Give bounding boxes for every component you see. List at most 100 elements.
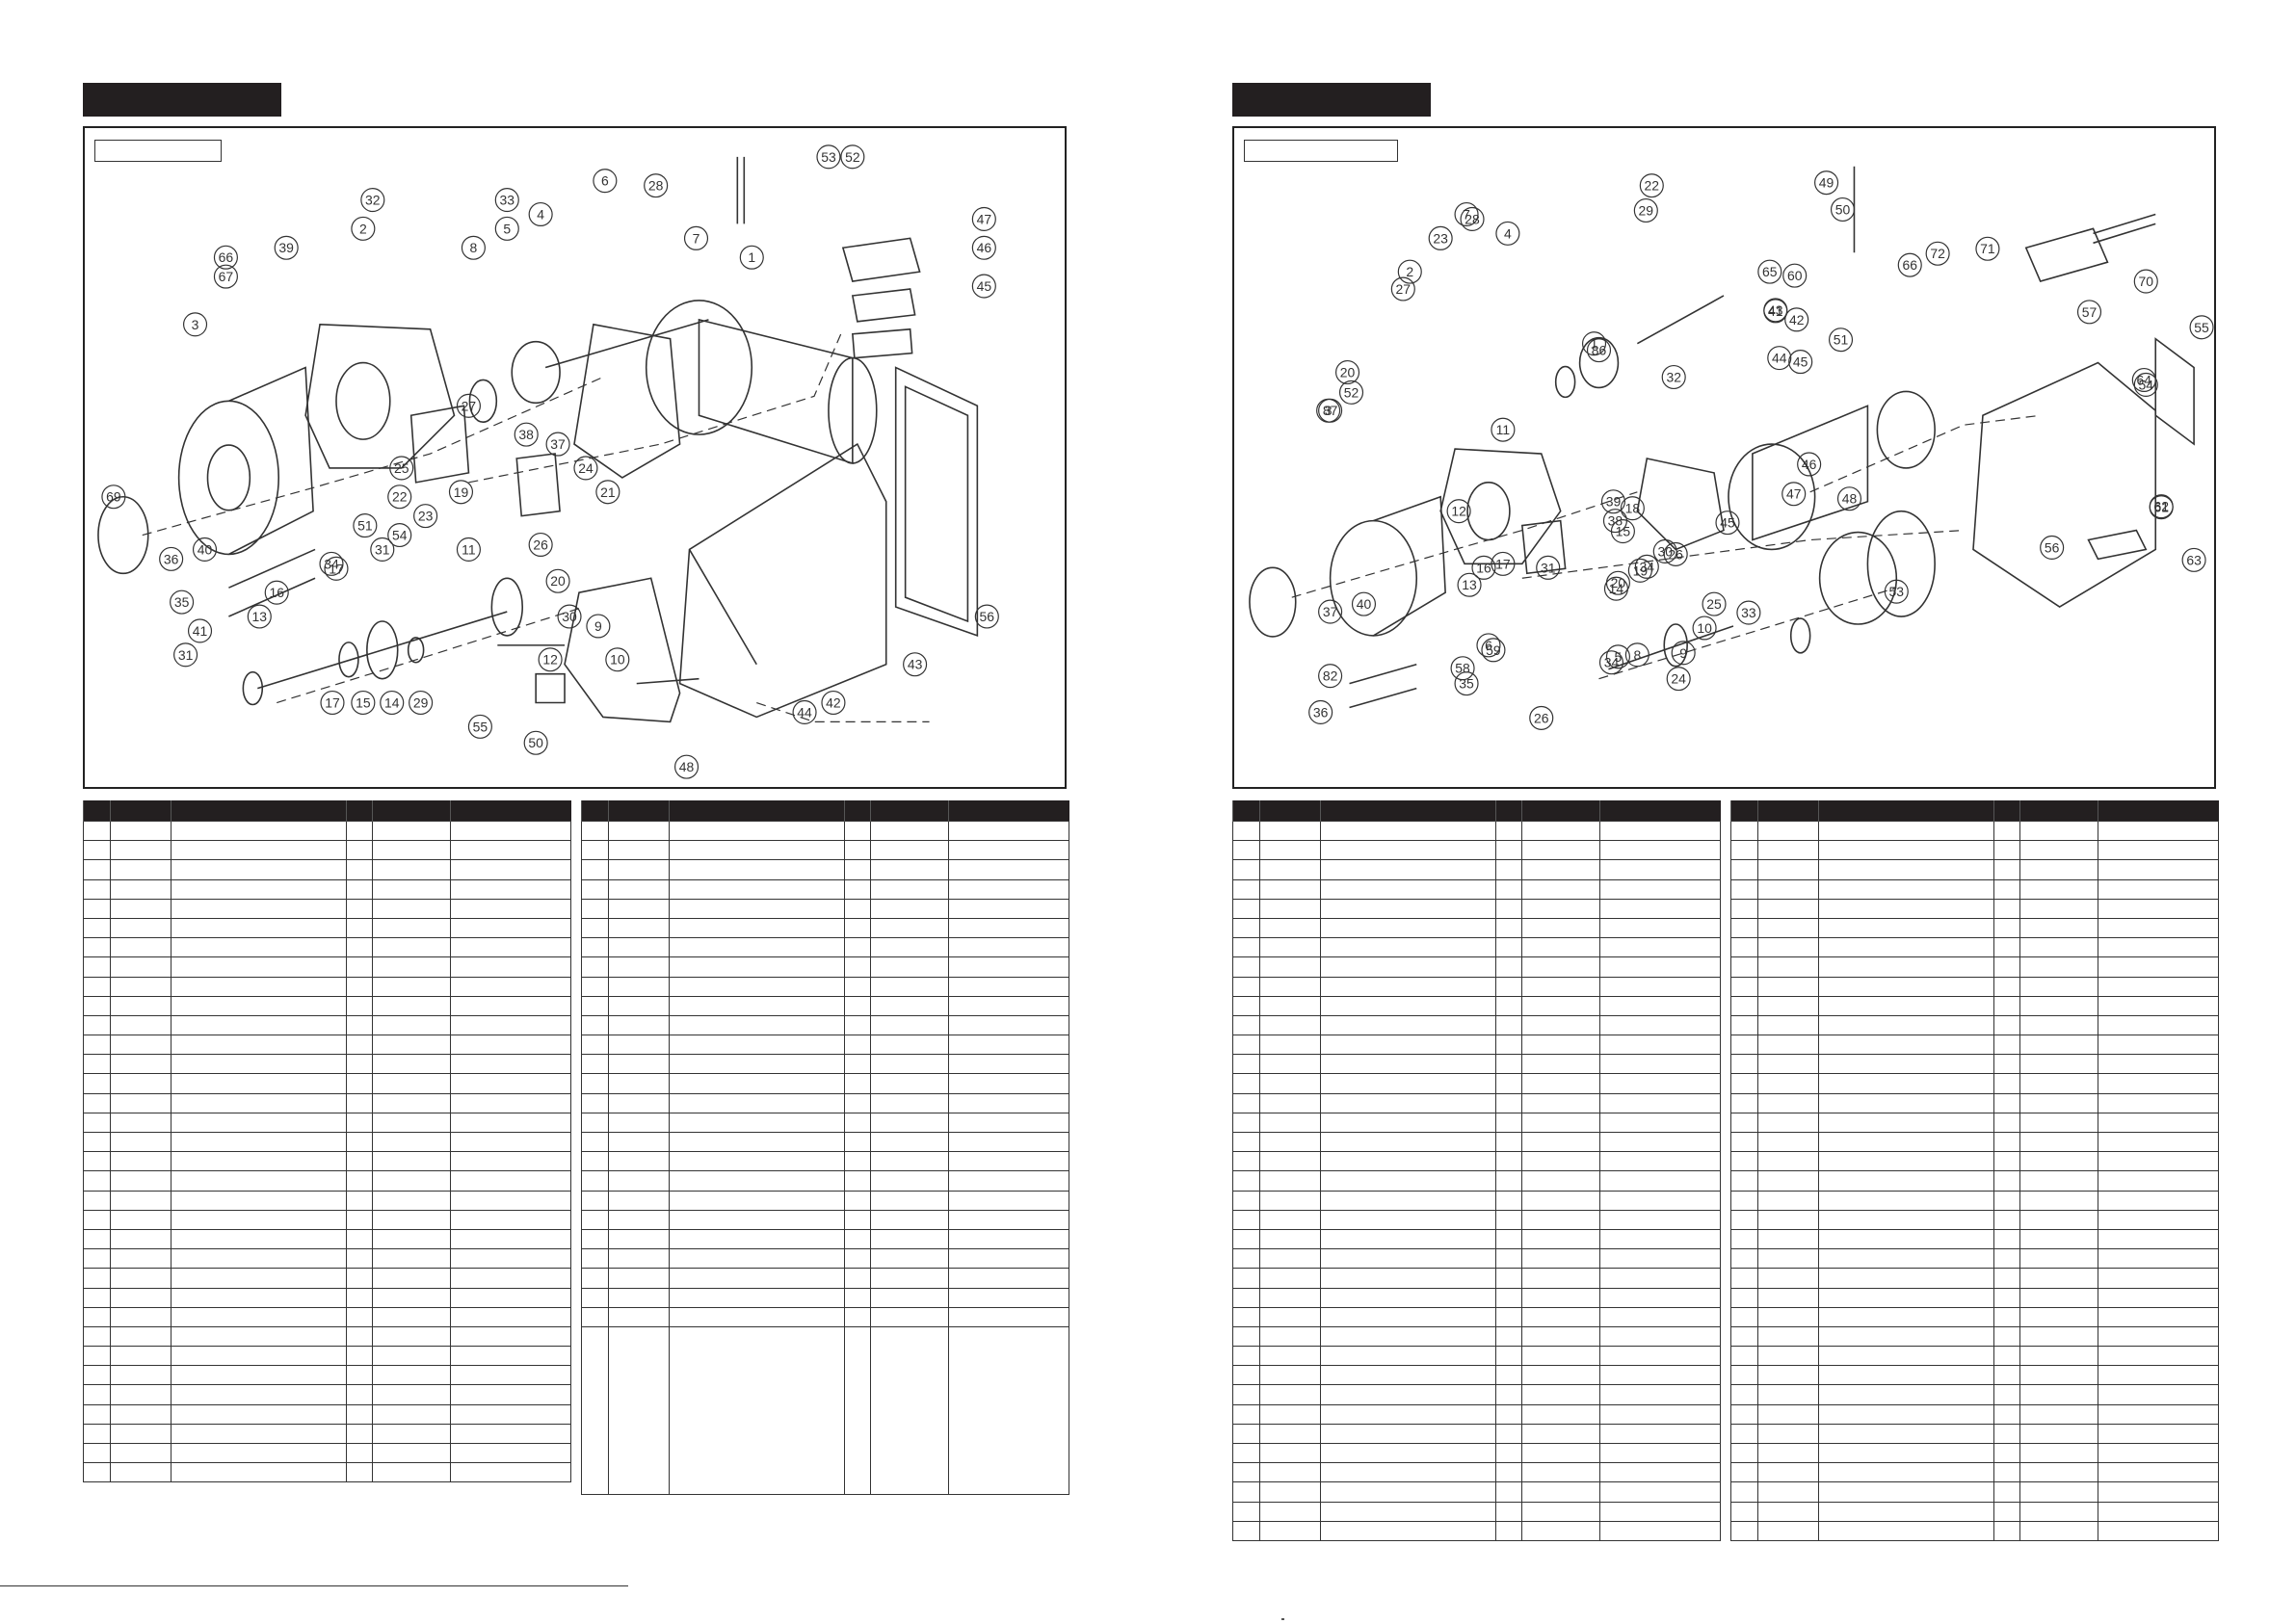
callout-circle xyxy=(523,730,548,755)
table-row xyxy=(581,1092,1069,1113)
callout-number: 15 xyxy=(1616,524,1631,539)
callout-number: 42 xyxy=(1789,312,1805,327)
table-row xyxy=(1730,840,2219,861)
table-row xyxy=(581,917,1069,939)
brake-plate xyxy=(409,405,470,484)
callout-number: 9 xyxy=(1679,645,1687,661)
callout-circle xyxy=(324,556,349,581)
callout-number: 45 xyxy=(1720,515,1735,531)
callout-circle xyxy=(605,647,630,672)
callout-circle xyxy=(187,618,213,643)
callout-circle xyxy=(1797,452,1822,477)
callout-number: 54 xyxy=(392,528,408,543)
callout-circle xyxy=(1782,263,1808,288)
table-row xyxy=(581,1209,1069,1230)
callout-number: 26 xyxy=(533,537,548,552)
callout-number: 41 xyxy=(193,623,208,639)
table-row xyxy=(1730,1131,2219,1153)
table-row xyxy=(1730,976,2219,997)
table-row xyxy=(83,898,571,919)
callout-circle xyxy=(1351,591,1377,616)
callout-number: 72 xyxy=(1930,246,1945,261)
motor-wires xyxy=(736,156,746,224)
table-row xyxy=(83,1190,571,1211)
callout-circle xyxy=(1308,699,1333,724)
callout-number: 37 xyxy=(1323,604,1338,619)
table-row xyxy=(83,1151,571,1172)
table-row xyxy=(1730,1520,2219,1541)
bearing-29 xyxy=(407,637,425,664)
callout-number: 33 xyxy=(500,193,515,208)
callout-circle xyxy=(1491,417,1516,442)
right-parts-table-a xyxy=(1232,800,1721,1541)
callout-number: 5 xyxy=(1615,649,1623,665)
callout-number: 36 xyxy=(1313,704,1329,720)
table-row xyxy=(1730,820,2219,842)
table-row xyxy=(1232,1073,1721,1094)
callout-number: 29 xyxy=(413,694,429,710)
callout-circle xyxy=(1702,591,1727,616)
table-row xyxy=(581,1112,1069,1134)
callout-number: 59 xyxy=(1486,642,1501,658)
callout-number: 50 xyxy=(528,735,543,750)
table-row xyxy=(83,1112,571,1134)
table-row xyxy=(581,937,1069,958)
callout-number: 17 xyxy=(329,561,344,576)
callout-circle xyxy=(1454,201,1479,227)
assembly-line-1 xyxy=(1291,491,1638,598)
callout-circle xyxy=(2076,300,2102,325)
table-row xyxy=(1730,1151,2219,1172)
table-row xyxy=(1232,1501,1721,1522)
table-row xyxy=(83,820,571,842)
table-row xyxy=(1730,1325,2219,1348)
o-ring-53 xyxy=(1866,510,1936,617)
control-cable xyxy=(2093,213,2156,245)
table-row xyxy=(581,859,1069,880)
callout-circle xyxy=(528,201,553,227)
callout-circle xyxy=(1397,259,1422,284)
callout-number: 55 xyxy=(473,719,488,734)
table-row xyxy=(581,898,1069,919)
table-row xyxy=(1730,878,2219,900)
main-gear xyxy=(511,340,561,405)
callout-circle xyxy=(1450,656,1475,681)
callout-circle xyxy=(413,504,438,529)
callout-number: 46 xyxy=(977,240,992,255)
callout-circle xyxy=(2133,372,2158,397)
callout-circle xyxy=(971,235,996,260)
callout-number: 25 xyxy=(1706,596,1722,612)
end-plate-inner xyxy=(904,385,969,623)
table-row xyxy=(581,1014,1069,1036)
callout-number: 34 xyxy=(1640,559,1655,574)
callout-number: 32 xyxy=(1666,369,1681,384)
callout-number: 22 xyxy=(392,489,408,505)
callout-circle xyxy=(2131,367,2156,392)
table-row xyxy=(1730,1112,2219,1134)
assembly-line-1 xyxy=(142,376,604,537)
callout-circle xyxy=(1581,331,1607,356)
callout-number: 61 xyxy=(2153,500,2169,515)
table-row xyxy=(581,956,1069,978)
callout-number: 42 xyxy=(826,694,841,710)
main-shaft xyxy=(544,319,709,369)
right-parts-table-b xyxy=(1730,800,2219,1541)
callout-circle xyxy=(1975,236,2000,261)
callout-number: 14 xyxy=(384,694,400,710)
brake-bracket xyxy=(515,453,561,517)
callout-circle xyxy=(1925,241,1950,266)
table-row xyxy=(1232,1423,1721,1445)
callout-circle xyxy=(971,206,996,231)
callout-circle xyxy=(1671,641,1696,666)
callout-circle xyxy=(192,537,218,562)
callout-number: 53 xyxy=(821,149,836,165)
table-body xyxy=(581,820,1069,1495)
terminal-plate-46 xyxy=(851,288,916,323)
callout-circle xyxy=(1481,638,1506,663)
callout-number: 47 xyxy=(1786,486,1802,502)
callout-circle xyxy=(494,216,519,241)
table-row xyxy=(83,1442,571,1464)
callout-circle xyxy=(170,589,195,615)
callout-number: 44 xyxy=(1772,351,1787,366)
callout-number: 30 xyxy=(1657,543,1673,559)
